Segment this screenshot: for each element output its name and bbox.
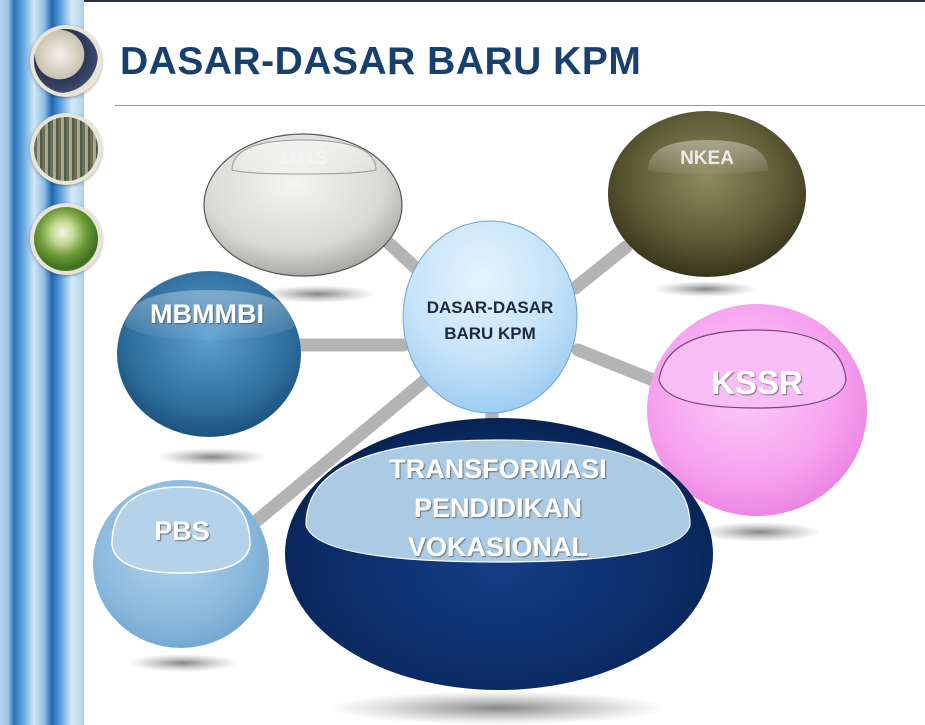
top-border-line	[84, 0, 925, 2]
node-pbs: PBS	[93, 480, 269, 648]
node-1m1s: 1M1S	[203, 133, 403, 277]
sphere-shadows	[128, 281, 822, 725]
nature-photo-icon	[30, 203, 102, 275]
label-nkea: NKEA	[680, 148, 734, 169]
label-1m1s: 1M1S	[278, 148, 328, 169]
label-pbs: PBS	[154, 516, 210, 546]
node-center: DASAR-DASAR BARU KPM	[402, 220, 578, 414]
node-nkea: NKEA	[608, 111, 806, 277]
node-transformasi: TRANSFORMASI PENDIDIKAN VOKASIONAL	[285, 418, 713, 690]
title-underline	[115, 105, 925, 106]
assembly-photo-icon	[30, 113, 102, 185]
label-tpv-line1: TRANSFORMASI	[389, 454, 607, 484]
label-kssr: KSSR	[711, 364, 803, 401]
label-tpv-line3: VOKASIONAL	[408, 532, 588, 562]
slide-title: DASAR-DASAR BARU KPM	[120, 40, 642, 83]
center-label-line1: DASAR-DASAR	[427, 298, 554, 317]
people-photo-icon	[30, 25, 102, 97]
connector-bars	[247, 230, 660, 530]
center-label-line2: BARU KPM	[444, 324, 536, 343]
label-mbmmbi: MBMMBI	[150, 299, 264, 329]
label-tpv-line2: PENDIDIKAN	[414, 493, 582, 523]
node-mbmmbi: MBMMBI	[117, 271, 301, 437]
node-kssr: KSSR	[647, 304, 867, 516]
